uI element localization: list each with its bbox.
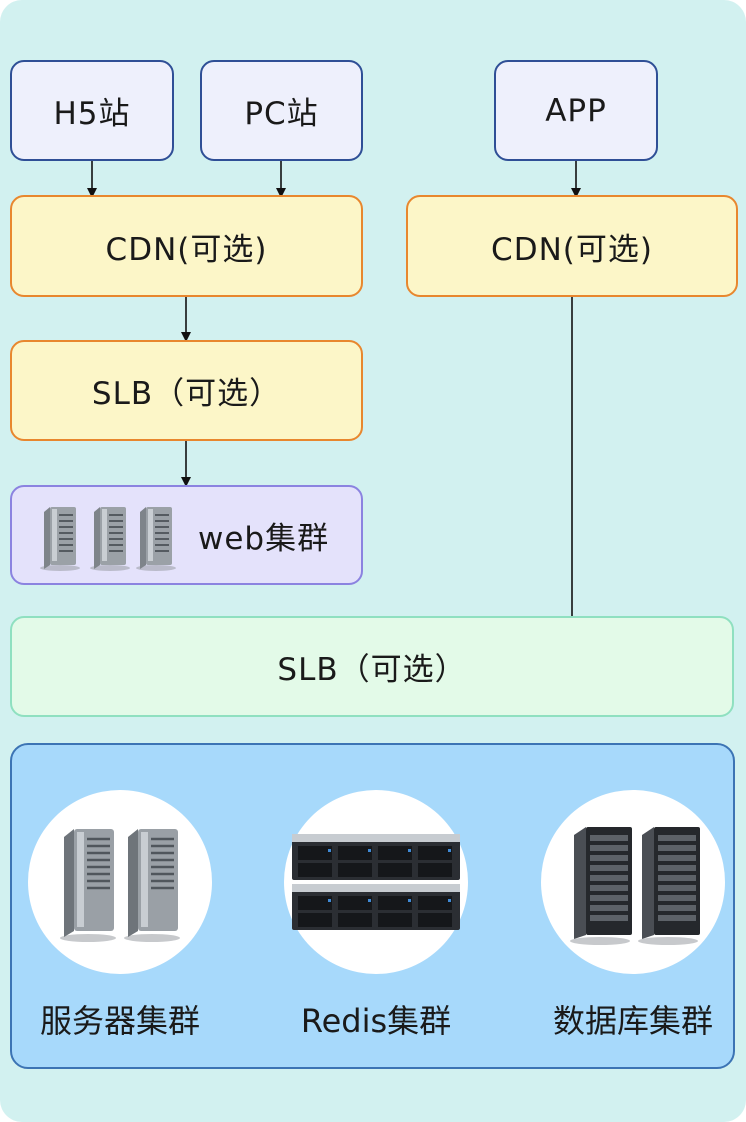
- server-cluster-icon: [60, 829, 180, 942]
- cdn-right-label: CDN(可选): [491, 231, 653, 268]
- db-cluster-circle: [541, 790, 725, 974]
- slb-bottom-box: SLB（可选）: [10, 616, 734, 717]
- redis-cluster-label: Redis集群: [300, 1002, 452, 1040]
- cdn-left-label: CDN(可选): [105, 231, 268, 268]
- h5-site-box: H5站: [10, 60, 174, 161]
- pc-site-box: PC站: [200, 60, 363, 161]
- cdn-right-box: CDN(可选): [406, 195, 738, 297]
- redis-cluster-icon: [292, 834, 460, 930]
- web-cluster-box: web集群: [10, 485, 363, 585]
- cdn-left-box: CDN(可选): [10, 195, 363, 297]
- server-tower-icon: [40, 507, 80, 571]
- redis-cluster-circle: [284, 790, 468, 974]
- server-cluster-label: 服务器集群: [39, 1002, 200, 1040]
- pc-site-label: PC站: [244, 96, 319, 132]
- slb-left-box: SLB（可选）: [10, 340, 363, 441]
- app-label: APP: [545, 92, 607, 129]
- db-cluster-icon: [570, 827, 700, 945]
- server-tower-icon: [136, 507, 176, 571]
- h5-site-label: H5站: [53, 96, 131, 132]
- server-tower-icon: [90, 507, 130, 571]
- web-server-icons: [40, 507, 176, 571]
- web-cluster-label: web集群: [198, 520, 330, 557]
- slb-left-label: SLB（可选）: [91, 376, 282, 412]
- server-cluster-circle: [28, 790, 212, 974]
- app-box: APP: [494, 60, 658, 161]
- db-cluster-label: 数据库集群: [552, 1002, 713, 1040]
- slb-bottom-label: SLB（可选）: [277, 652, 467, 688]
